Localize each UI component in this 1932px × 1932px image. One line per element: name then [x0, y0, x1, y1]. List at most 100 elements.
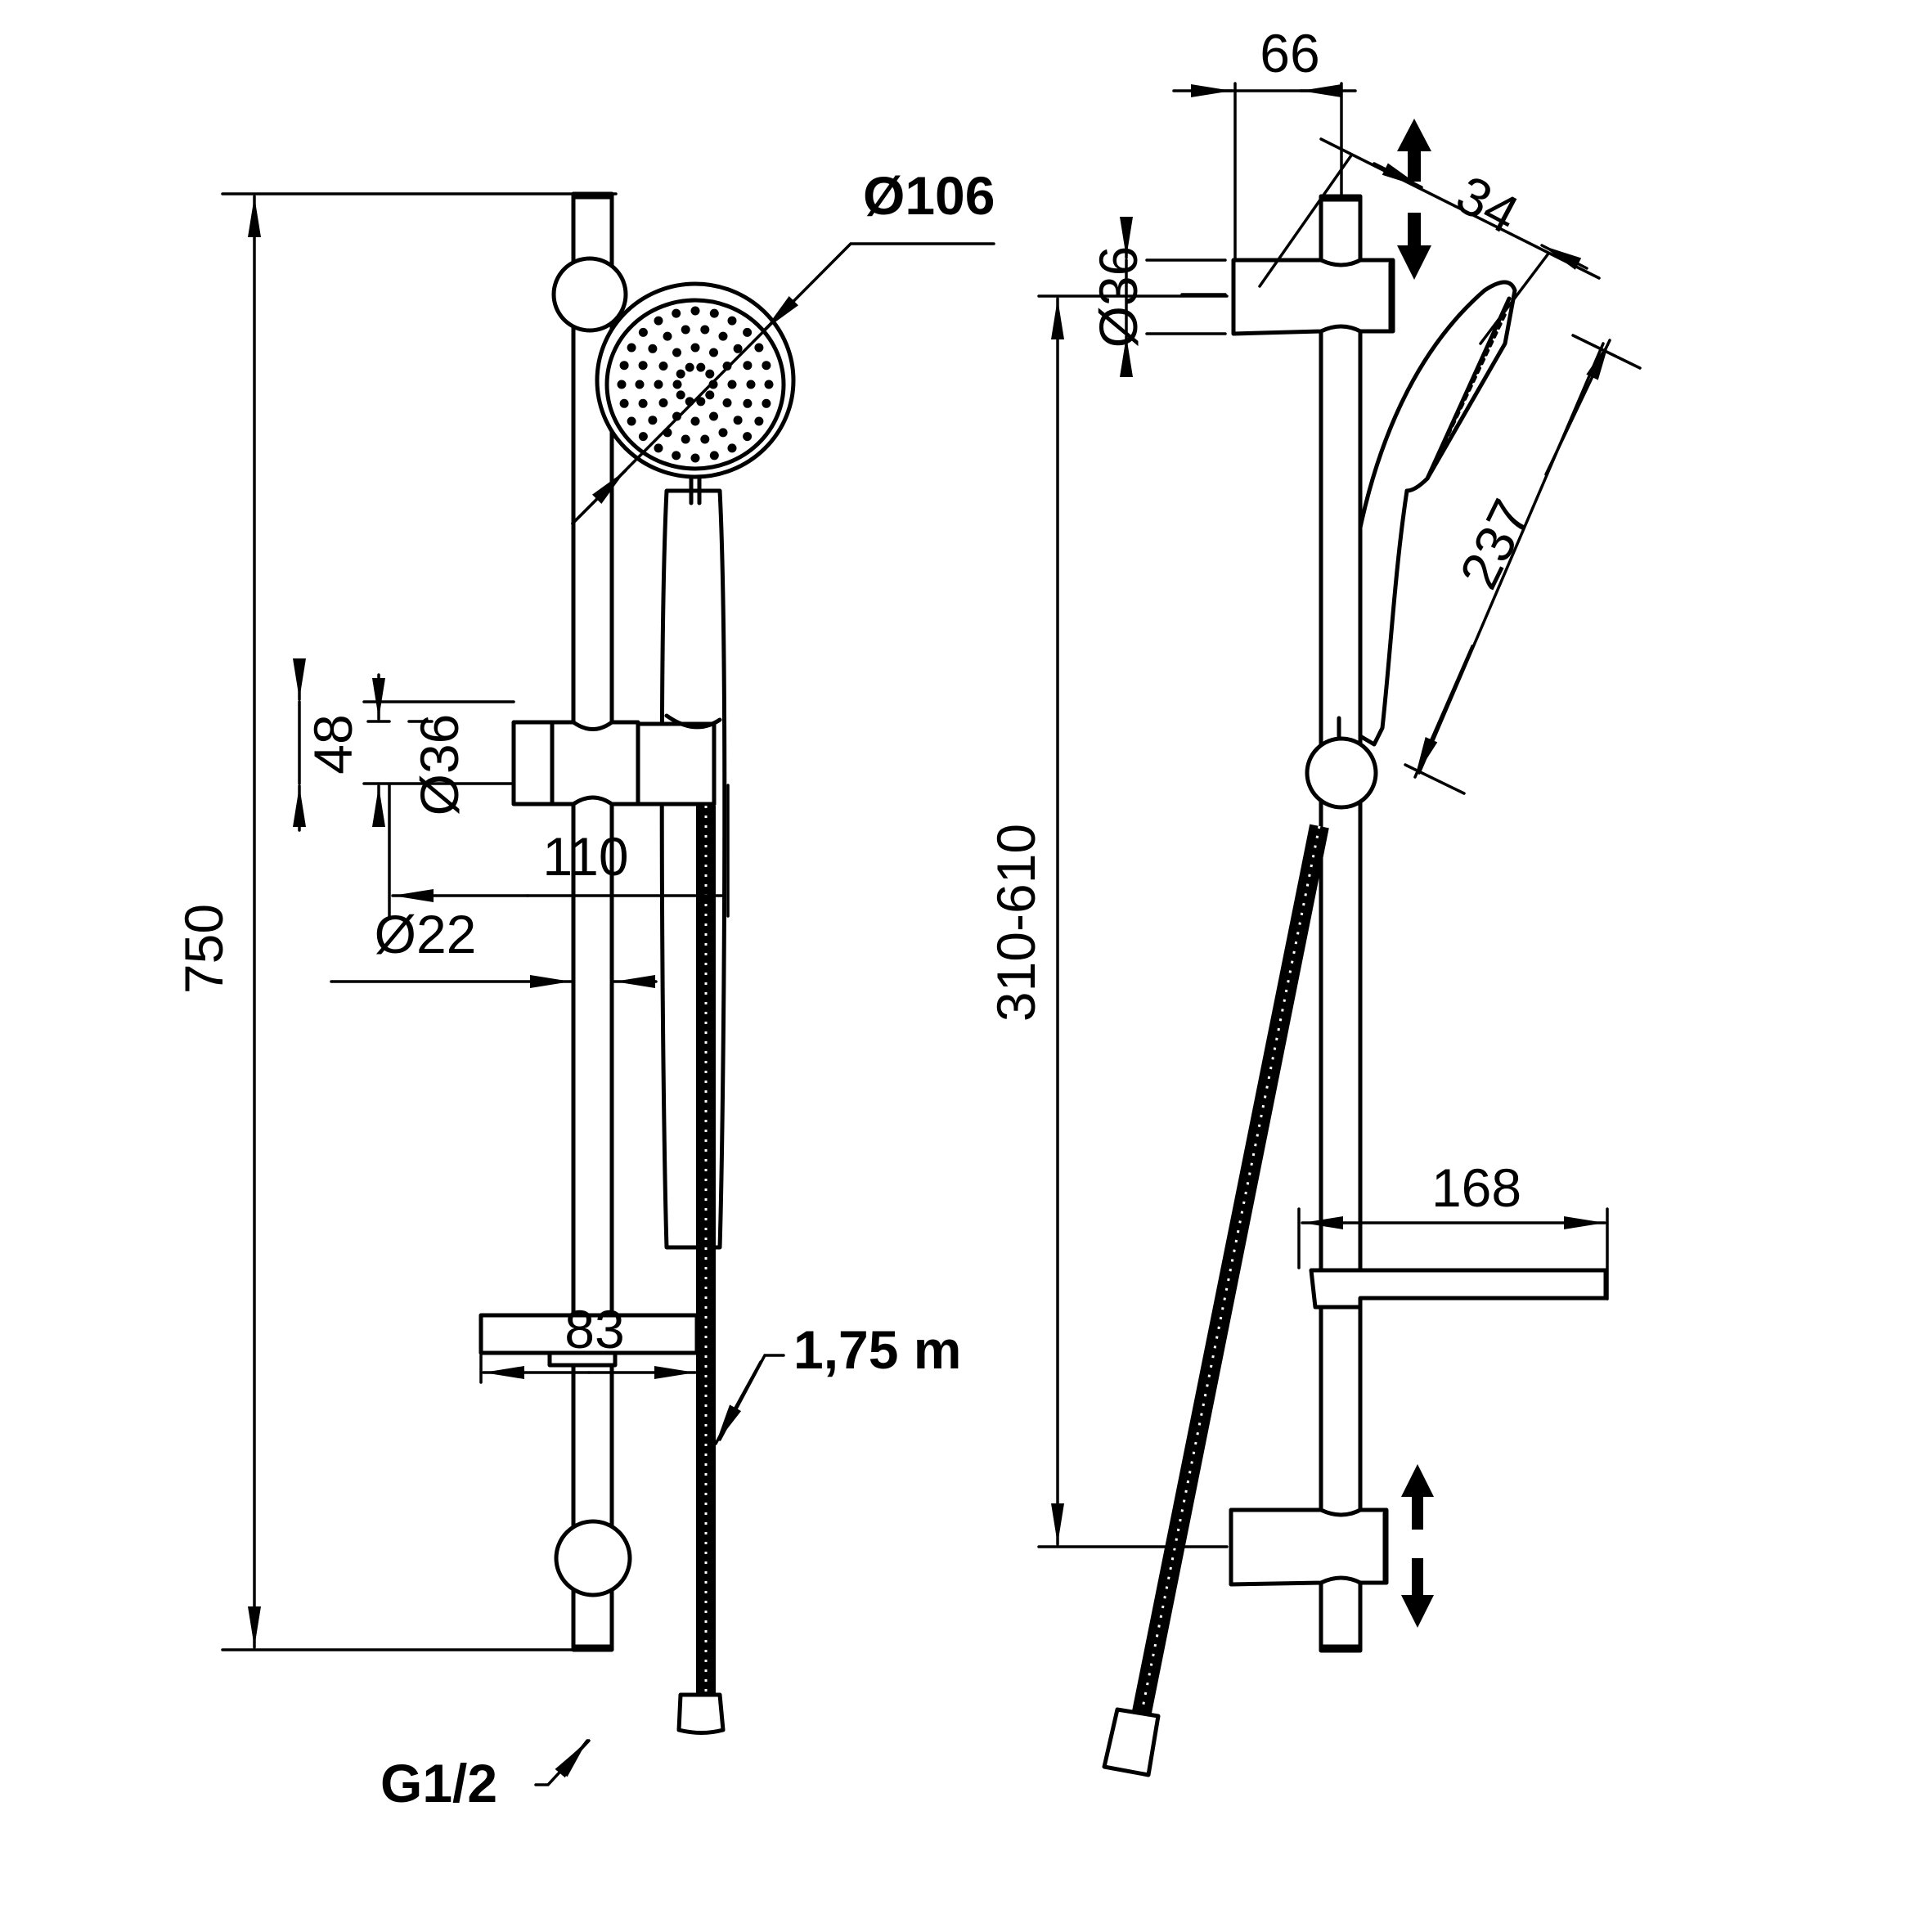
nozzle: [685, 362, 694, 372]
nozzle: [743, 432, 753, 442]
nozzle: [696, 362, 706, 372]
up-down-arrow-icon: [1397, 119, 1431, 280]
label-handset-length: 237: [1448, 490, 1542, 597]
nozzle: [700, 434, 710, 444]
nozzle: [648, 344, 658, 353]
nozzle: [690, 453, 700, 463]
nozzle: [663, 331, 672, 341]
nozzle: [638, 398, 648, 408]
nozzle: [638, 361, 648, 371]
dim-rail-diameter: Ø22: [330, 904, 658, 988]
label-head-thickness: 34: [1447, 164, 1529, 245]
nozzle: [754, 416, 764, 426]
nozzle: [709, 451, 719, 461]
label-connection-thread: G1/2: [380, 1753, 497, 1813]
nozzle: [635, 380, 645, 389]
nozzle: [648, 416, 658, 425]
nozzle: [654, 380, 663, 389]
label-holder-diameter: Ø36: [409, 714, 470, 816]
nozzle: [672, 308, 681, 318]
label-bracket-spacing: 310-610: [986, 824, 1046, 1022]
nozzle: [681, 434, 690, 444]
nozzle: [672, 348, 681, 357]
up-down-arrow-icon: [1401, 1464, 1434, 1628]
nozzle: [690, 416, 700, 426]
nozzle: [718, 331, 728, 341]
nozzle: [709, 348, 718, 357]
nozzle: [733, 344, 743, 353]
nozzle: [754, 343, 764, 353]
dim-holder-diameter: Ø36: [366, 673, 470, 827]
nozzle: [690, 306, 700, 316]
label-holder-projection: 110: [542, 826, 628, 887]
nozzle: [727, 380, 737, 389]
nozzle: [764, 380, 774, 389]
nozzle: [627, 343, 636, 353]
side-hose-connector: [1102, 1707, 1161, 1777]
nozzle: [654, 316, 663, 326]
nozzle: [696, 397, 706, 407]
side-rail: [1319, 194, 1363, 1653]
nozzle: [658, 362, 668, 371]
nozzle: [627, 416, 636, 426]
side-slider-knob: [1305, 736, 1378, 810]
nozzle: [746, 380, 756, 389]
dim-bracket-spacing: 310-610: [986, 294, 1229, 1548]
nozzle: [743, 361, 753, 371]
label-soap-dish-projection: 168: [1431, 1157, 1521, 1218]
dim-holder-height: 48: [293, 658, 515, 832]
nozzle: [690, 343, 700, 353]
nozzle: [743, 398, 753, 408]
front-bottom-wall-bracket: [554, 1519, 632, 1597]
nozzle: [619, 398, 629, 408]
side-view: 66 Ø36 34 237: [986, 23, 1642, 1777]
label-head-diameter: Ø106: [863, 165, 995, 226]
dim-head-diameter: Ø106: [571, 165, 995, 525]
side-soap-dish: [1309, 1268, 1608, 1310]
side-top-wall-bracket: [1231, 258, 1395, 336]
nozzle: [672, 411, 681, 421]
nozzle: [617, 380, 627, 389]
nozzle: [722, 398, 732, 407]
hose-connector: [676, 1692, 726, 1735]
nozzle: [676, 369, 685, 379]
front-view: 750 Ø106 48 Ø36: [173, 165, 995, 1813]
nozzle-pattern: [617, 306, 774, 463]
nozzle: [676, 390, 685, 400]
label-rail-diameter: Ø22: [375, 904, 477, 964]
nozzle: [709, 411, 718, 421]
nozzle: [708, 380, 718, 389]
nozzle: [733, 416, 743, 425]
dim-bracket-projection: 66: [1172, 23, 1357, 259]
nozzle: [718, 428, 728, 438]
dim-soap-dish-width: 83: [479, 1299, 697, 1384]
side-handset: [1358, 280, 1517, 747]
nozzle: [705, 390, 715, 400]
nozzle: [743, 327, 753, 337]
dim-rail-length: 750: [173, 192, 618, 1651]
nozzle: [762, 361, 771, 371]
dim-connection-thread: G1/2: [380, 1739, 591, 1813]
nozzle: [762, 398, 771, 408]
label-soap-dish-width: 83: [564, 1299, 624, 1359]
dim-soap-dish-projection: 168: [1297, 1157, 1609, 1301]
front-top-wall-bracket: [551, 256, 628, 333]
label-bracket-projection: 66: [1260, 23, 1319, 83]
nozzle: [672, 380, 682, 389]
nozzle: [709, 308, 719, 318]
nozzle: [672, 451, 681, 461]
front-hose: [676, 806, 726, 1735]
label-rail-length: 750: [173, 904, 234, 994]
dim-holder-projection: 110: [388, 784, 730, 918]
front-slider-holder: [511, 713, 722, 806]
side-hose: [1102, 824, 1329, 1777]
nozzle: [658, 398, 668, 407]
nozzle: [705, 369, 715, 379]
nozzle: [727, 316, 737, 326]
nozzle: [638, 432, 648, 442]
nozzle: [619, 361, 629, 371]
nozzle: [654, 443, 663, 453]
nozzle: [700, 325, 710, 335]
side-bottom-wall-bracket: [1229, 1507, 1389, 1587]
